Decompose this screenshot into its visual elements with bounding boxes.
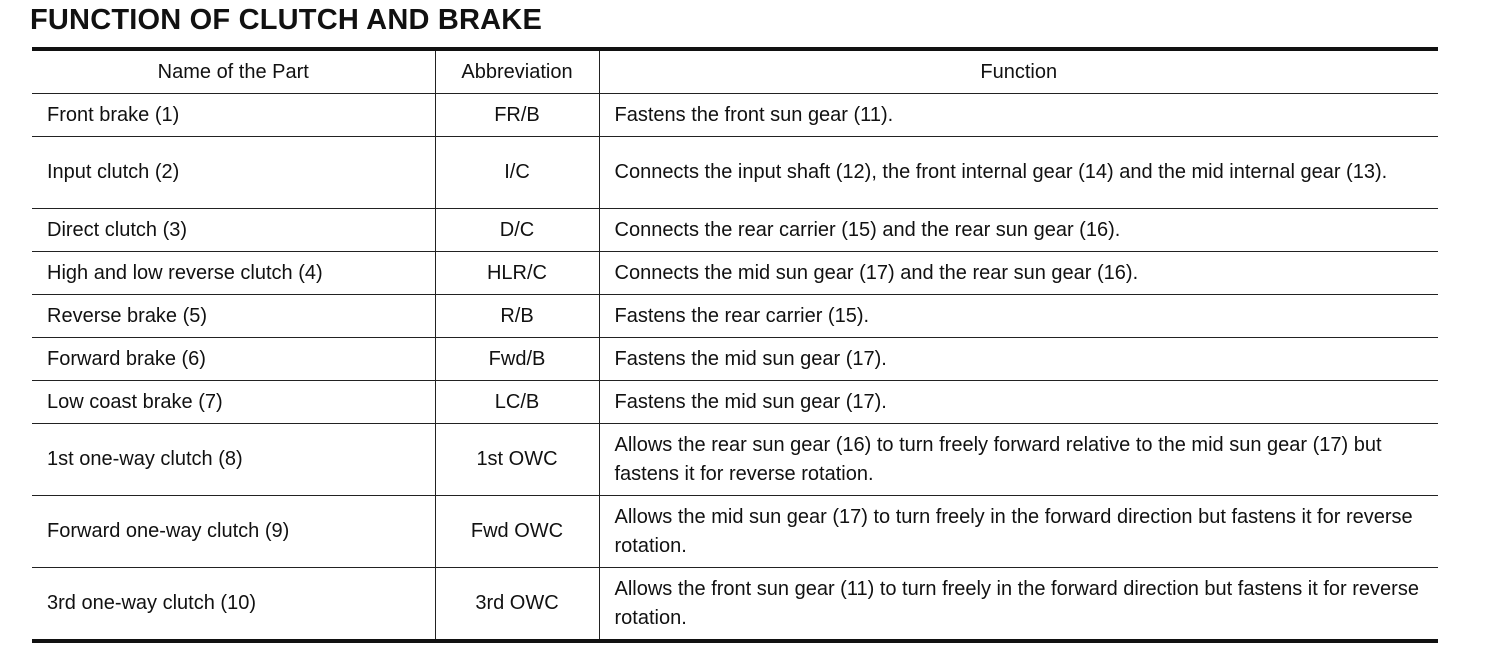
clutch-brake-table: Name of the Part Abbreviation Function F…: [32, 47, 1438, 643]
abbreviation-cell: 1st OWC: [434, 423, 599, 496]
table-row: Forward brake (6) Fwd/B Fastens the mid …: [32, 337, 1438, 381]
function-cell: Connects the rear carrier (15) and the r…: [598, 208, 1438, 252]
abbreviation-cell: D/C: [434, 208, 599, 252]
table-row: 1st one-way clutch (8) 1st OWC Allows th…: [32, 423, 1438, 496]
part-name-cell: Forward one-way clutch (9): [32, 495, 435, 568]
function-cell: Connects the mid sun gear (17) and the r…: [598, 251, 1438, 295]
table-row: 3rd one-way clutch (10) 3rd OWC Allows t…: [32, 567, 1438, 642]
header-abbreviation: Abbreviation: [434, 48, 599, 94]
function-cell: Fastens the front sun gear (11).: [598, 93, 1438, 137]
function-cell: Connects the input shaft (12), the front…: [598, 136, 1438, 209]
part-name-cell: Reverse brake (5): [32, 294, 435, 338]
header-name-of-part: Name of the Part: [32, 48, 435, 94]
part-name-cell: 1st one-way clutch (8): [32, 423, 435, 496]
abbreviation-cell: FR/B: [434, 93, 599, 137]
part-name-cell: Low coast brake (7): [32, 380, 435, 424]
table-row: Low coast brake (7) LC/B Fastens the mid…: [32, 380, 1438, 424]
page-title: FUNCTION OF CLUTCH AND BRAKE: [30, 4, 542, 36]
header-function: Function: [598, 48, 1438, 94]
table-row: Reverse brake (5) R/B Fastens the rear c…: [32, 294, 1438, 338]
function-cell: Fastens the rear carrier (15).: [598, 294, 1438, 338]
table-row: Front brake (1) FR/B Fastens the front s…: [32, 93, 1438, 137]
abbreviation-cell: Fwd OWC: [434, 495, 599, 568]
function-cell: Fastens the mid sun gear (17).: [598, 337, 1438, 381]
function-cell: Allows the front sun gear (11) to turn f…: [598, 567, 1438, 642]
function-cell: Allows the rear sun gear (16) to turn fr…: [598, 423, 1438, 496]
part-name-cell: Forward brake (6): [32, 337, 435, 381]
part-name-cell: Direct clutch (3): [32, 208, 435, 252]
part-name-cell: 3rd one-way clutch (10): [32, 567, 435, 642]
table-row: Input clutch (2) I/C Connects the input …: [32, 136, 1438, 209]
abbreviation-cell: I/C: [434, 136, 599, 209]
abbreviation-cell: LC/B: [434, 380, 599, 424]
part-name-cell: High and low reverse clutch (4): [32, 251, 435, 295]
table-row: Forward one-way clutch (9) Fwd OWC Allow…: [32, 495, 1438, 568]
part-name-cell: Input clutch (2): [32, 136, 435, 209]
table-row: High and low reverse clutch (4) HLR/C Co…: [32, 251, 1438, 295]
table-header-row: Name of the Part Abbreviation Function: [32, 48, 1438, 94]
abbreviation-cell: HLR/C: [434, 251, 599, 295]
abbreviation-cell: 3rd OWC: [434, 567, 599, 642]
abbreviation-cell: Fwd/B: [434, 337, 599, 381]
table-row: Direct clutch (3) D/C Connects the rear …: [32, 208, 1438, 252]
function-cell: Allows the mid sun gear (17) to turn fre…: [598, 495, 1438, 568]
part-name-cell: Front brake (1): [32, 93, 435, 137]
abbreviation-cell: R/B: [434, 294, 599, 338]
function-cell: Fastens the mid sun gear (17).: [598, 380, 1438, 424]
